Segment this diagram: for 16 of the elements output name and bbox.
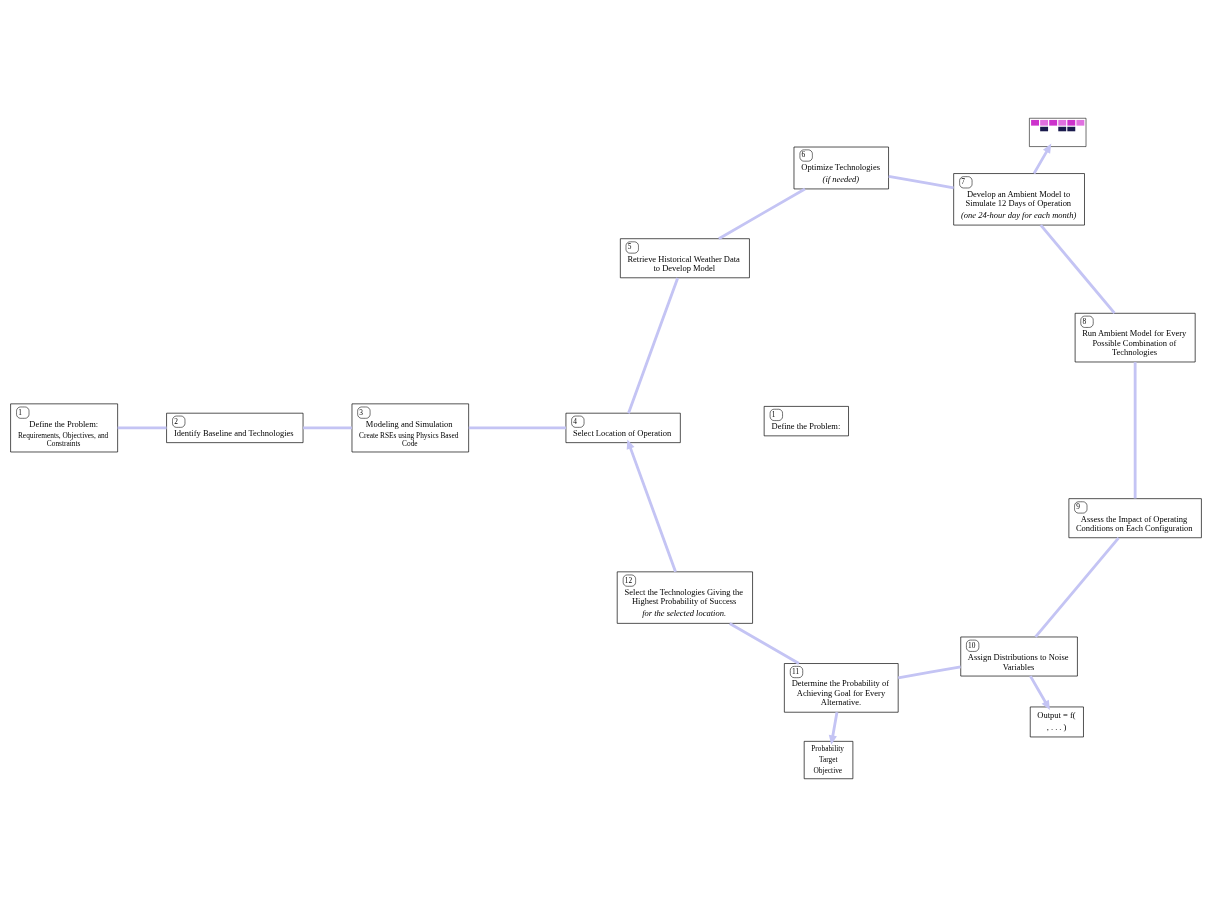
connector xyxy=(117,426,167,430)
arrow xyxy=(1032,143,1052,175)
connector xyxy=(1133,362,1137,499)
connector xyxy=(1034,536,1120,638)
arrow xyxy=(626,439,677,573)
connector xyxy=(718,187,806,240)
arrow xyxy=(828,712,839,745)
connector xyxy=(627,277,680,414)
connector xyxy=(729,622,800,665)
connector xyxy=(888,174,954,190)
connector xyxy=(1039,224,1116,314)
connector xyxy=(898,665,961,680)
arrow xyxy=(1029,675,1050,710)
node-box: Output = f( , . . . ) xyxy=(1029,706,1084,738)
connector xyxy=(303,426,352,430)
connector xyxy=(468,426,566,430)
